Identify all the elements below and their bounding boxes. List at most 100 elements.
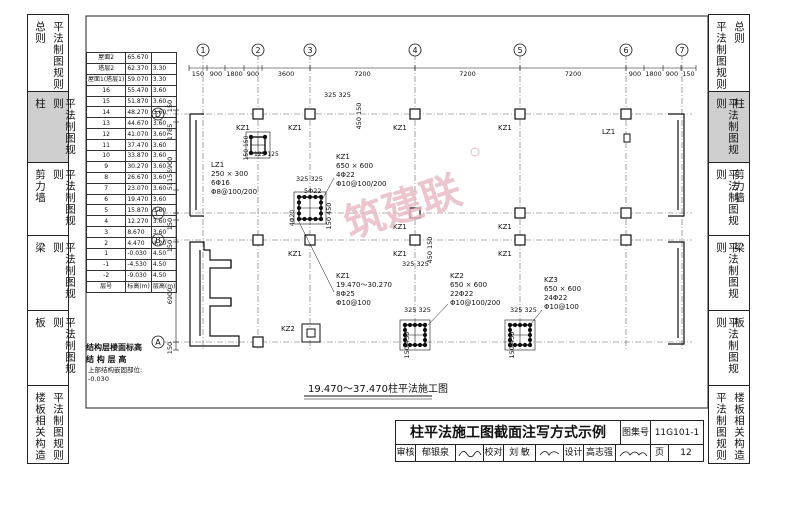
column-kz2-core <box>306 328 316 338</box>
note-kz1-line-1: 650 × 600 <box>336 162 373 170</box>
note-kz1-mid-line-3: Φ10@100 <box>336 299 371 307</box>
dim-top-1: 900 <box>210 70 222 78</box>
level-cell: 3.60 <box>150 139 178 152</box>
column-lz1-section-rebar <box>248 150 254 156</box>
column-kz1-section-rebar <box>296 211 302 216</box>
level-cell: 1 <box>85 248 127 260</box>
left-nav-label-1: 柱 <box>34 98 46 110</box>
dim-325-325-e: 325 325 <box>510 306 537 314</box>
dim-4-20: 4Φ20 <box>289 210 296 226</box>
dim-325-325-b: 325 325 <box>296 175 323 183</box>
left-nav-item-5[interactable]: 平法制图规则楼板相关构造 <box>28 385 68 462</box>
dim-top-7: 7200 <box>565 70 582 78</box>
level-cell: 3.60 <box>150 215 178 228</box>
right-nav-item-1[interactable]: 平法制图规则柱 <box>709 91 749 162</box>
wall-right-lower <box>668 241 685 345</box>
dim-top-4: 3600 <box>278 70 295 78</box>
column-tag-kz1: KZ1 <box>393 223 407 231</box>
design-name: 高志强 <box>584 445 616 461</box>
column-kz3-section-rebar <box>527 327 533 333</box>
dim-325-325-c: 325 325 <box>402 260 429 268</box>
right-nav-item-0[interactable]: 平法制图规则总则 <box>709 15 749 91</box>
axis-label-4: 4 <box>412 46 417 55</box>
right-nav-item-5[interactable]: 平法制图规则楼板相关构造 <box>709 385 749 462</box>
level-cell: 3 <box>85 226 127 239</box>
level-cell: 3.60 <box>150 117 178 130</box>
column-kz1-section-rebar <box>296 216 302 222</box>
level-cell: 13 <box>85 117 127 130</box>
watermark-reg-mark <box>470 147 480 157</box>
level-cell: 37.470 <box>125 139 152 152</box>
dim-top-8: 900 <box>629 70 641 78</box>
level-cell: 59.070 <box>125 73 152 86</box>
left-nav-item-4[interactable]: 平法制图规则板 <box>28 310 76 385</box>
column-kz3-section-rebar <box>527 342 533 348</box>
left-nav: 平法制图规则总则平法制图规则柱平法制图规则剪力墙平法制图规则梁平法制图规则板平法… <box>27 14 76 464</box>
column-tag-kz1: KZ1 <box>498 250 512 258</box>
column-kz1-section-rebar <box>318 211 324 216</box>
column-small <box>514 207 526 219</box>
level-cell: 55.470 <box>125 84 152 97</box>
review-label: 审核 <box>396 445 416 461</box>
level-cell: -9.030 <box>125 269 152 282</box>
atlas-value: 11G101-1 <box>651 421 703 445</box>
column-kz2-section-rebar <box>402 337 408 343</box>
column-kz3-section-rebar <box>512 322 518 328</box>
axis-label-5: 5 <box>517 46 522 55</box>
left-nav-item-0[interactable]: 平法制图规则总则 <box>28 15 68 91</box>
level-cell: 标高(m) <box>125 280 152 293</box>
right-nav-item-4[interactable]: 平法制图规则板 <box>709 310 749 385</box>
plan-title: 19.470～37.470柱平法施工图 <box>308 382 448 395</box>
level-cell: -1 <box>85 258 127 271</box>
level-cell: 11 <box>85 139 127 152</box>
right-nav-label-2: 剪力墙 <box>733 169 745 204</box>
level-cell: -0.030 <box>125 248 152 260</box>
right-nav-item-2[interactable]: 平法制图规则剪力墙 <box>709 162 749 235</box>
column-small <box>252 234 264 246</box>
axis-bubble <box>196 43 210 57</box>
level-cell: 3.60 <box>150 128 178 141</box>
left-nav-item-2[interactable]: 平法制图规则剪力墙 <box>28 162 76 235</box>
level-cell: 23.070 <box>125 182 152 195</box>
column-tag-kz1: KZ1 <box>393 250 407 258</box>
level-cell: 4.50 <box>150 269 178 282</box>
level-cell: 3.30 <box>150 62 178 75</box>
level-cell: 层号 <box>85 280 127 293</box>
column-kz1-section-rebar <box>318 194 324 200</box>
atlas-label: 图集号 <box>621 421 651 445</box>
column-small <box>409 234 421 246</box>
axis-bubble <box>151 335 165 349</box>
column-kz1-section-rebar <box>313 216 318 222</box>
level-cell: 3.60 <box>150 106 178 119</box>
dim-top-5: 7200 <box>354 70 371 78</box>
level-cell: 14 <box>85 106 127 119</box>
column-kz3-section-rebar <box>507 337 513 343</box>
left-nav-item-3[interactable]: 平法制图规则梁 <box>28 235 76 310</box>
column-kz2-section-rebar <box>422 337 428 343</box>
column-kz2-section-rebar <box>422 342 428 348</box>
leader-lines <box>297 177 543 326</box>
right-nav-item-3[interactable]: 平法制图规则梁 <box>709 235 749 310</box>
level-cell: 15 <box>85 95 127 108</box>
level-cell: 41.070 <box>125 128 152 141</box>
axis-label-6: 6 <box>623 46 628 55</box>
left-nav-item-1[interactable]: 平法制图规则柱 <box>28 91 76 162</box>
design-label: 设计 <box>564 445 584 461</box>
left-nav-abbr-2: 平法制图规则 <box>52 169 76 227</box>
column-kz2-section-rebar <box>402 327 408 333</box>
left-nav-abbr-3: 平法制图规则 <box>52 242 76 300</box>
note-kz1-line-2: 4Φ22 <box>336 171 355 179</box>
design-signature <box>616 445 651 461</box>
levels-note-2: 结 构 层 高 <box>86 355 127 364</box>
dim-5-22: 5Φ22 <box>304 187 322 195</box>
level-cell: -4.530 <box>125 258 152 271</box>
